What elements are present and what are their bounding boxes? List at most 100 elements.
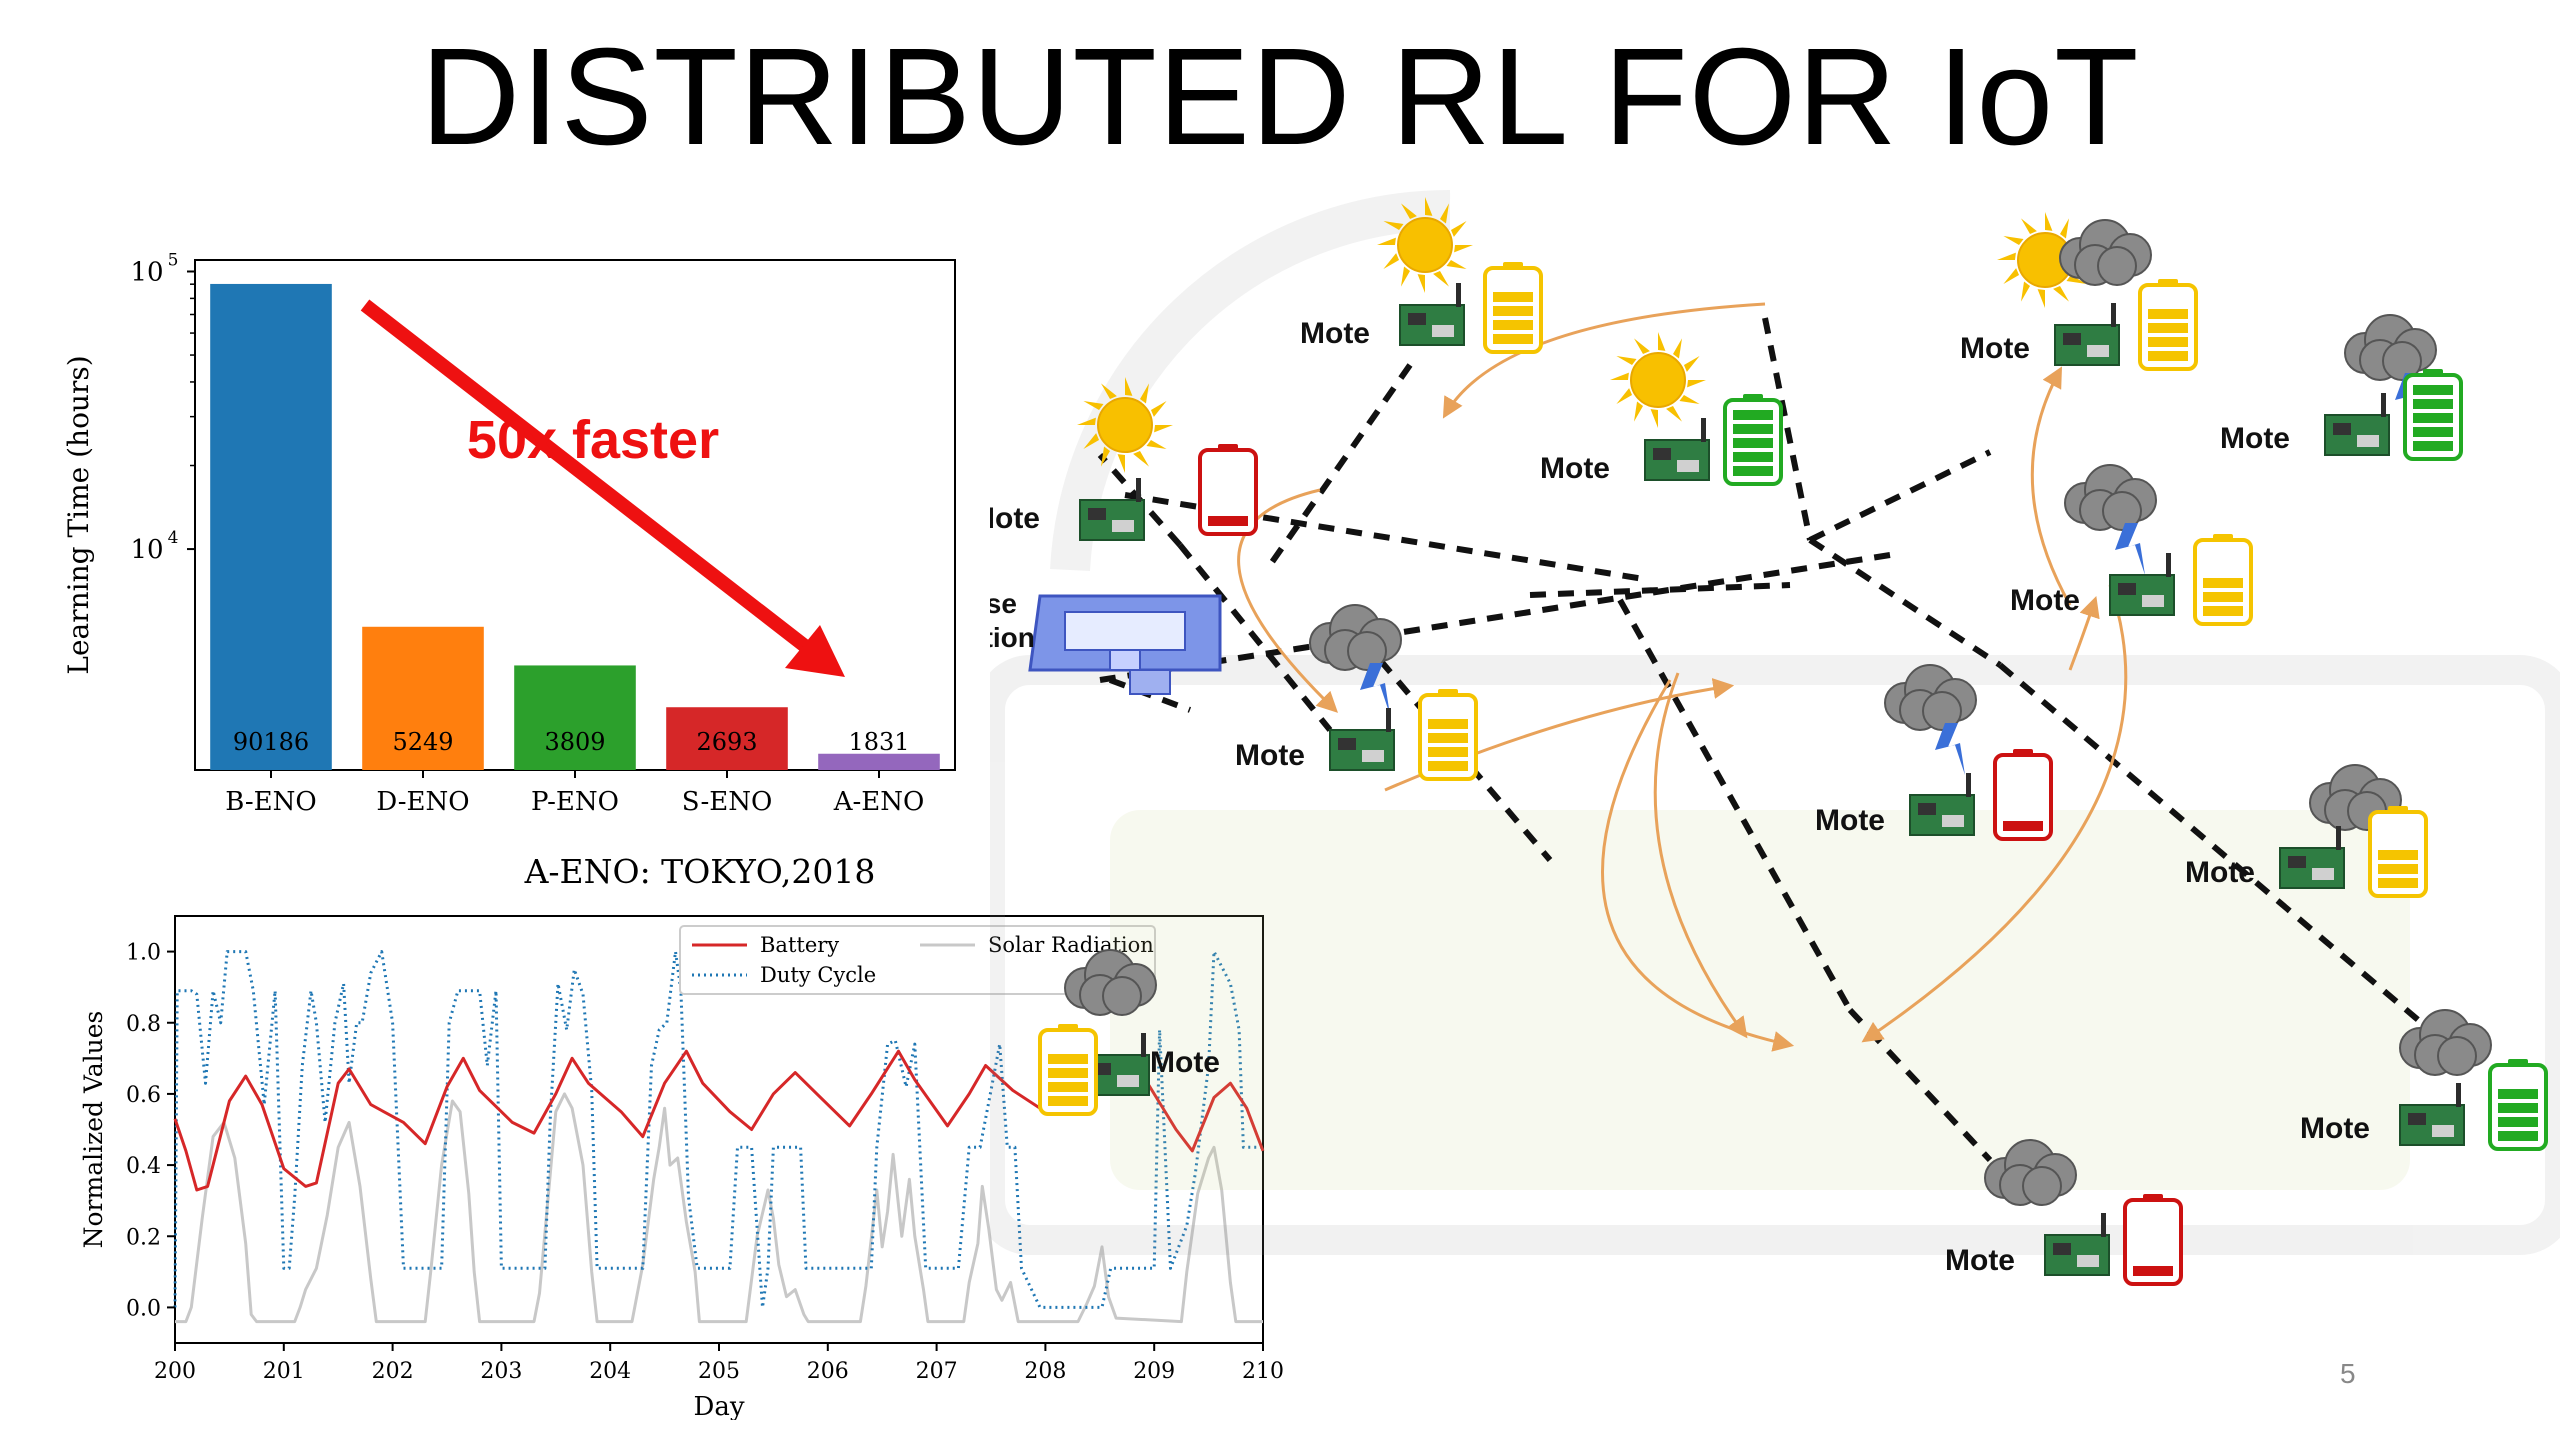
x-tick-label: A-ENO: [833, 787, 925, 817]
y-tick-label: 10: [130, 535, 163, 565]
base-station-label-line1: Base: [990, 588, 1017, 619]
sensor-board-icon: [2279, 826, 2345, 889]
cloud-icon: [2309, 764, 2402, 831]
x-tick-label: 206: [807, 1359, 849, 1384]
bar-value-label: 2693: [696, 728, 757, 756]
x-tick-label: 200: [154, 1359, 196, 1384]
line-chart-ylabel: Normalized Values: [79, 1011, 108, 1249]
cloud-icon: [2399, 1009, 2492, 1076]
battery-icon: [1483, 262, 1543, 354]
series-solar-radiation: [175, 1092, 1263, 1324]
mote-9: Mote: [2185, 764, 2428, 898]
x-tick-label: 202: [372, 1359, 414, 1384]
y-tick-label: 0.4: [126, 1154, 161, 1179]
y-tick-label: 0.8: [126, 1012, 161, 1037]
series-duty-cycle: [173, 950, 1263, 1309]
network-link: [1099, 552, 1891, 683]
mote-label: Mote: [1540, 452, 1610, 485]
x-tick-label: S-ENO: [682, 787, 773, 817]
y-tick-exponent: 5: [168, 250, 179, 270]
energy-flow-arrow: [1237, 488, 1339, 713]
x-tick-label: D-ENO: [376, 787, 469, 817]
network-link: [1762, 317, 1813, 541]
x-tick-label: 209: [1133, 1359, 1175, 1384]
x-tick-label: P-ENO: [531, 787, 619, 817]
sensor-board-icon: [2109, 553, 2175, 616]
x-tick-label: B-ENO: [225, 787, 316, 817]
legend-label: Battery: [760, 933, 839, 957]
mote-label: Mote: [990, 502, 1040, 535]
y-tick-label: 0.0: [126, 1296, 161, 1321]
sensor-board-icon: [2399, 1083, 2465, 1146]
mote-label: Mote: [2185, 856, 2255, 889]
battery-icon: [1993, 749, 2053, 841]
cloud-icon: [2059, 219, 2152, 286]
cloud-icon: [2344, 314, 2437, 425]
mote-11: Mote: [2300, 1009, 2548, 1151]
mote-4: Mote: [1235, 604, 1478, 781]
bar-value-label: 3809: [544, 728, 605, 756]
mote-label: Mote: [1945, 1244, 2015, 1277]
energy-flow-arrow: [1601, 679, 1795, 1052]
bar-b-eno: [210, 283, 332, 770]
cloud-icon: [1984, 1139, 2077, 1206]
line-chart-title: A-ENO: TOKYO,2018: [524, 852, 876, 891]
battery-icon: [2403, 369, 2463, 461]
slide-title: DISTRIBUTED RL FOR IoT: [420, 20, 2140, 174]
bar-value-label: 5249: [392, 728, 453, 756]
mote-7: Mote: [2010, 464, 2253, 626]
speedup-arrow: [360, 299, 815, 656]
sensor-board-icon: [1909, 773, 1975, 836]
base-station-label-line2: Station: [990, 622, 1035, 653]
x-tick-label: 203: [480, 1359, 522, 1384]
battery-icon: [2138, 279, 2198, 371]
mote-1: Mote: [990, 377, 1258, 541]
sun-icon: [1610, 332, 1706, 428]
bar-d-eno: [362, 626, 484, 770]
sensor-board-icon: [1399, 283, 1465, 346]
x-tick-label: 208: [1024, 1359, 1066, 1384]
bar-chart-ylabel: Learning Time (hours): [62, 355, 95, 674]
speedup-arrow-head: [785, 625, 845, 677]
lightning-icon: [2115, 523, 2145, 575]
energy-flow-arrow: [1861, 584, 2128, 1043]
mote-label: Mote: [2300, 1112, 2370, 1145]
cloud-icon: [1884, 664, 1977, 775]
network-link: [1808, 449, 1992, 543]
mote-10: Mote: [1038, 949, 1220, 1116]
mote-label: Mote: [1300, 317, 1370, 350]
mote-label: Mote: [2010, 584, 2080, 617]
mote-8: Mote: [1815, 664, 2053, 841]
mote-label: Mote: [1960, 332, 2030, 365]
network-link: [1177, 543, 1333, 732]
base-station: Base Station: [990, 588, 1222, 695]
y-tick-exponent: 4: [168, 528, 179, 548]
lightning-icon: [1935, 723, 1965, 775]
y-tick-label: 0.2: [126, 1225, 161, 1250]
learning-time-bar-chart: 90186B-ENO5249D-ENO3809P-ENO2693S-ENO183…: [62, 250, 956, 817]
sensor-board-icon: [2054, 303, 2120, 366]
sun-icon: [1377, 197, 1473, 293]
x-tick-label: 204: [589, 1359, 631, 1384]
bar-value-label: 90186: [233, 728, 309, 756]
legend-label: Duty Cycle: [760, 963, 876, 987]
mote-3: Mote: [1540, 332, 1783, 486]
y-tick-label: 0.6: [126, 1083, 161, 1108]
mote-6: Mote: [2220, 314, 2463, 461]
network-link: [1617, 598, 1853, 1012]
mote-12: Mote: [1945, 1139, 2183, 1286]
x-tick-label: 207: [916, 1359, 958, 1384]
mote-label: Mote: [1235, 739, 1305, 772]
battery-icon: [2488, 1059, 2548, 1151]
cloud-icon: [2064, 464, 2157, 575]
cloud-icon: [1064, 949, 1157, 1016]
sensor-board-icon: [2324, 393, 2390, 456]
legend-box: [679, 925, 1156, 995]
sun-icon: [1077, 377, 1173, 473]
network-link: [1998, 662, 2432, 1033]
line-chart-xlabel: Day: [693, 1392, 744, 1420]
iot-network-diagram: Base Station MoteMoteMoteMoteMoteMoteMot…: [990, 189, 2560, 1286]
lightning-icon: [2395, 373, 2425, 425]
